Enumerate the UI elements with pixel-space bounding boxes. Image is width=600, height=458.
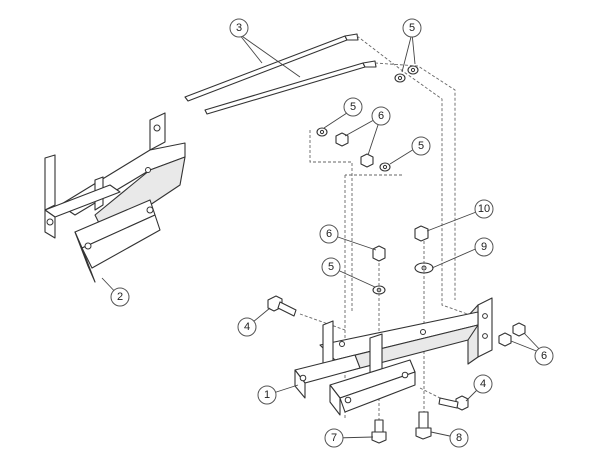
callout-2-label: 2 xyxy=(117,291,123,303)
callout-7-label: 7 xyxy=(331,432,337,444)
callout-9: 9 xyxy=(474,237,494,257)
rods xyxy=(184,33,377,115)
callout-5-upper-right-label: 5 xyxy=(418,140,424,152)
callout-3-label: 3 xyxy=(236,22,242,34)
callout-6-middle: 6 xyxy=(319,224,339,244)
callout-5-top-right: 5 xyxy=(402,18,422,38)
bolts xyxy=(267,295,469,444)
callout-1-label: 1 xyxy=(264,389,270,401)
callout-2: 2 xyxy=(110,287,130,307)
callout-3: 3 xyxy=(229,18,249,38)
callout-1: 1 xyxy=(257,385,277,405)
callout-4-right: 4 xyxy=(473,374,493,394)
callout-8-label: 8 xyxy=(456,432,462,444)
hardware-right xyxy=(498,322,526,347)
callout-4-left-label: 4 xyxy=(244,321,250,333)
callout-6-right: 6 xyxy=(534,346,554,366)
callout-5-middle-label: 5 xyxy=(328,261,334,273)
callout-6-right-label: 6 xyxy=(541,350,547,362)
callout-6-upper: 6 xyxy=(371,106,391,126)
hardware-top xyxy=(316,65,419,172)
callout-5-middle: 5 xyxy=(321,257,341,277)
callout-4-left: 4 xyxy=(237,317,257,337)
callout-6-middle-label: 6 xyxy=(326,228,332,240)
callout-9-label: 9 xyxy=(481,241,487,253)
callout-10-label: 10 xyxy=(478,203,490,215)
callout-6-upper-label: 6 xyxy=(378,110,384,122)
callout-5-upper-left-label: 5 xyxy=(350,101,356,113)
main-bracket xyxy=(294,297,493,416)
left-mount-bracket xyxy=(44,112,186,283)
callout-4-right-label: 4 xyxy=(480,378,486,390)
callout-5-upper-right: 5 xyxy=(411,136,431,156)
callout-5-upper-left: 5 xyxy=(343,97,363,117)
callout-5-top-right-label: 5 xyxy=(409,22,415,34)
callout-8: 8 xyxy=(449,428,469,448)
callout-10: 10 xyxy=(474,199,494,219)
callout-7: 7 xyxy=(324,428,344,448)
